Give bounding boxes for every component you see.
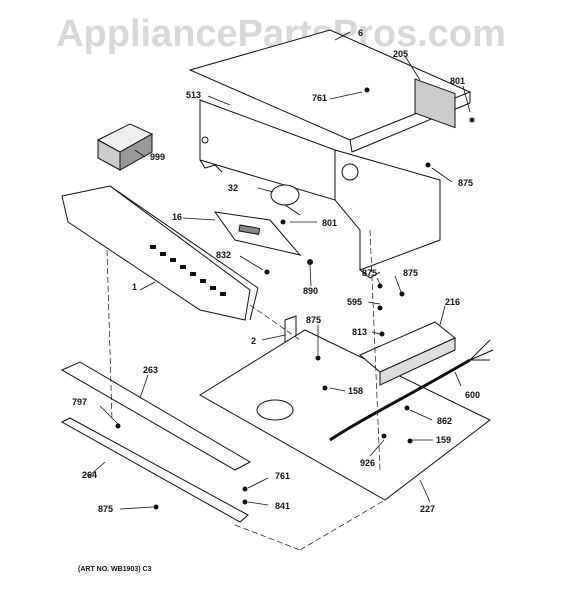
- callout-832: 832: [216, 250, 231, 260]
- callout-159: 159: [436, 435, 451, 445]
- callout-205: 205: [393, 49, 408, 59]
- callout-761-top: 761: [312, 93, 327, 103]
- touchpad-keys: [150, 245, 226, 296]
- callout-263: 263: [143, 365, 158, 375]
- callout-813: 813: [352, 327, 367, 337]
- callout-513: 513: [186, 90, 201, 100]
- callout-1: 1: [132, 282, 137, 292]
- door-trim-lower: [60, 417, 249, 523]
- callout-158: 158: [348, 386, 363, 396]
- callout-227: 227: [420, 504, 435, 514]
- callout-797: 797: [72, 397, 87, 407]
- callout-2: 2: [251, 336, 256, 346]
- callout-595: 595: [347, 297, 362, 307]
- callout-890: 890: [303, 286, 318, 296]
- alignment-lines: [106, 229, 386, 551]
- callout-999: 999: [150, 152, 165, 162]
- vent-grille: [414, 78, 456, 129]
- callout-875-junction-left: 875: [362, 268, 377, 278]
- cooling-fan: [270, 184, 300, 206]
- wire-harness: [329, 358, 471, 442]
- callout-600: 600: [465, 390, 480, 400]
- callout-216: 216: [445, 297, 460, 307]
- fasteners: [115, 87, 475, 510]
- callout-875-bottom: 875: [98, 504, 113, 514]
- callout-264: 264: [82, 470, 97, 480]
- callout-875-center: 875: [306, 315, 321, 325]
- callout-875-junction-right: 875: [403, 268, 418, 278]
- door-trim-upper: [60, 361, 252, 471]
- callout-875-right: 875: [458, 178, 473, 188]
- callout-761-bottom: 761: [275, 471, 290, 481]
- callout-801-mid: 801: [322, 218, 337, 228]
- leader-lines: [87, 31, 471, 510]
- art-number-note: (ART NO. WB1903) C3: [78, 566, 152, 573]
- callout-862: 862: [437, 416, 452, 426]
- callout-6: 6: [358, 28, 363, 38]
- callout-841: 841: [275, 501, 290, 511]
- callout-926: 926: [360, 458, 375, 468]
- bottom-plate: [199, 329, 491, 501]
- side-panel: [334, 149, 441, 271]
- callout-801-top: 801: [450, 76, 465, 86]
- callout-16: 16: [172, 212, 182, 222]
- callout-32: 32: [228, 183, 238, 193]
